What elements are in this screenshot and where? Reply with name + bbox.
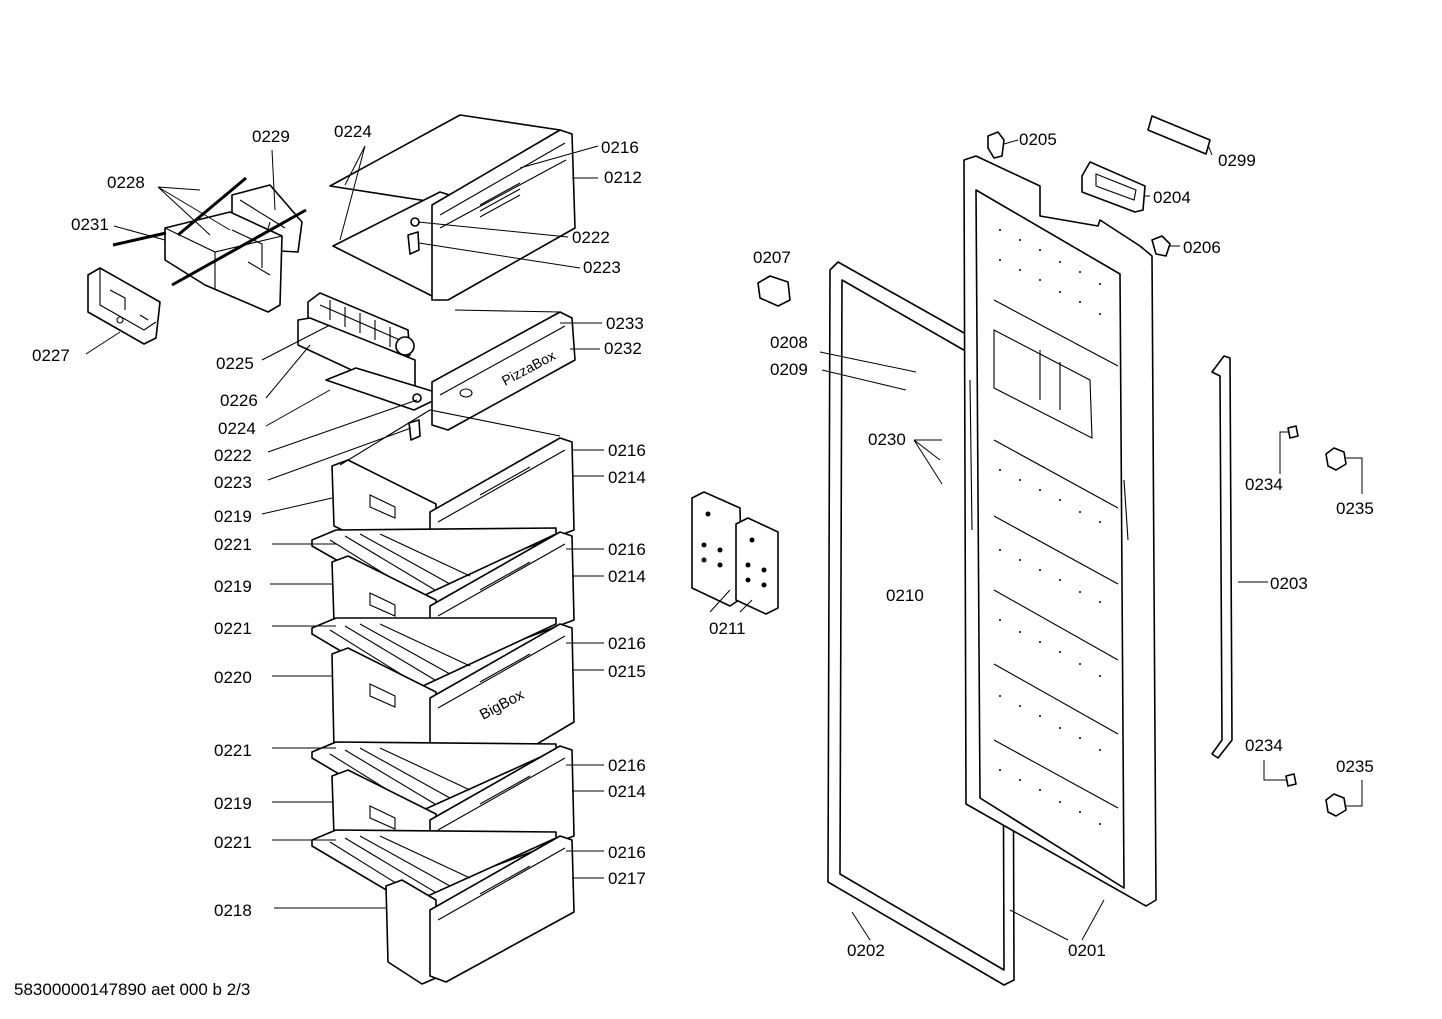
callout-0222-top: 0222 bbox=[572, 228, 610, 247]
callout-0224-top: 0224 bbox=[334, 122, 372, 141]
callout-0202: 0202 bbox=[847, 941, 885, 960]
top-drawer-0212 bbox=[329, 114, 576, 301]
liner-texture bbox=[999, 229, 1101, 825]
callout-0234-lower: 0234 bbox=[1245, 736, 1283, 755]
callout-0201: 0201 bbox=[1068, 941, 1106, 960]
part-0228-housing bbox=[164, 211, 283, 313]
callout-0216-a: 0216 bbox=[601, 138, 639, 157]
callout-0299: 0299 bbox=[1218, 151, 1256, 170]
callout-0230: 0230 bbox=[868, 430, 906, 449]
callout-0219-a: 0219 bbox=[214, 507, 252, 526]
callout-0203: 0203 bbox=[1270, 574, 1308, 593]
right-small-parts bbox=[987, 115, 1347, 817]
callout-0217: 0217 bbox=[608, 869, 646, 888]
callout-0235-upper: 0235 bbox=[1336, 499, 1374, 518]
callout-0208: 0208 bbox=[770, 333, 808, 352]
callout-0216-c: 0216 bbox=[608, 540, 646, 559]
pizza-drawer: PizzaBox bbox=[297, 292, 576, 441]
callout-0221-b: 0221 bbox=[214, 619, 252, 638]
callout-0233: 0233 bbox=[606, 314, 644, 333]
callout-0219-b: 0219 bbox=[214, 577, 252, 596]
door-bar-0203 bbox=[1211, 355, 1233, 759]
door-inner-liner-0201 bbox=[963, 155, 1157, 907]
callout-0223-low: 0223 bbox=[214, 473, 252, 492]
callout-0215: 0215 bbox=[608, 662, 646, 681]
callout-0214-b: 0214 bbox=[608, 567, 646, 586]
callout-0211: 0211 bbox=[709, 619, 746, 638]
callout-0225: 0225 bbox=[216, 354, 254, 373]
callout-0219-c: 0219 bbox=[214, 794, 252, 813]
callout-0216-f: 0216 bbox=[608, 843, 646, 862]
callout-0222-low: 0222 bbox=[214, 446, 252, 465]
callout-0216-d: 0216 bbox=[608, 634, 646, 653]
callout-0220: 0220 bbox=[214, 668, 252, 687]
drawer-front-0217 bbox=[429, 835, 575, 983]
callout-0214-a: 0214 bbox=[608, 468, 646, 487]
callout-0224-low: 0224 bbox=[218, 419, 256, 438]
callout-0209: 0209 bbox=[770, 360, 808, 379]
callout-0221-a: 0221 bbox=[214, 535, 252, 554]
cold-pack-0211-a bbox=[691, 491, 743, 607]
cap-0235-lower bbox=[1325, 793, 1347, 817]
callout-0212: 0212 bbox=[604, 168, 642, 187]
part-0206-clip bbox=[1151, 235, 1171, 257]
callout-0210: 0210 bbox=[886, 586, 924, 605]
callout-0218: 0218 bbox=[214, 901, 252, 920]
cold-pack-0211-b bbox=[735, 517, 779, 615]
callout-0226: 0226 bbox=[220, 391, 258, 410]
callout-0216-e: 0216 bbox=[608, 756, 646, 775]
callout-0205: 0205 bbox=[1019, 130, 1057, 149]
ice-maker-assembly bbox=[87, 176, 307, 345]
screw-0234-upper bbox=[1287, 425, 1299, 439]
part-0207-clip bbox=[757, 275, 791, 307]
callout-0227: 0227 bbox=[32, 346, 70, 365]
drawer-bin-0218 bbox=[385, 879, 437, 985]
callout-0204: 0204 bbox=[1153, 188, 1191, 207]
callout-labels: 0229 0228 0231 0227 0224 0216 0212 0222 … bbox=[32, 122, 1374, 960]
bottom-drawer-0217 bbox=[385, 835, 575, 985]
part-0205-clip bbox=[987, 131, 1005, 159]
part-0204-cover bbox=[1081, 161, 1146, 213]
callout-0235-lower: 0235 bbox=[1336, 757, 1374, 776]
callout-0228: 0228 bbox=[107, 173, 145, 192]
callout-0232: 0232 bbox=[604, 339, 642, 358]
gasket-inner bbox=[839, 279, 1005, 971]
callout-0216-b: 0216 bbox=[608, 441, 646, 460]
cap-0235-upper bbox=[1325, 447, 1347, 471]
callout-0223-top: 0223 bbox=[583, 258, 621, 277]
callout-0221-d: 0221 bbox=[214, 833, 252, 852]
callout-0207: 0207 bbox=[753, 248, 791, 267]
document-id: 58300000147890 aet 000 b 2/3 bbox=[14, 980, 251, 999]
door-liner-inner bbox=[975, 189, 1125, 889]
callout-0214-c: 0214 bbox=[608, 782, 646, 801]
callout-0229: 0229 bbox=[252, 127, 290, 146]
callout-0206: 0206 bbox=[1183, 238, 1221, 257]
leader-lines bbox=[85, 139, 1363, 941]
drawer-front-0212 bbox=[431, 129, 576, 301]
wire-shelf-0221-b bbox=[311, 617, 557, 693]
callout-0221-c: 0221 bbox=[214, 741, 252, 760]
callout-0234-upper: 0234 bbox=[1245, 475, 1283, 494]
screw-0234-lower bbox=[1285, 773, 1297, 787]
part-0299-label bbox=[1147, 115, 1211, 155]
callout-0231: 0231 bbox=[71, 215, 109, 234]
part-0227-clip bbox=[87, 267, 161, 345]
